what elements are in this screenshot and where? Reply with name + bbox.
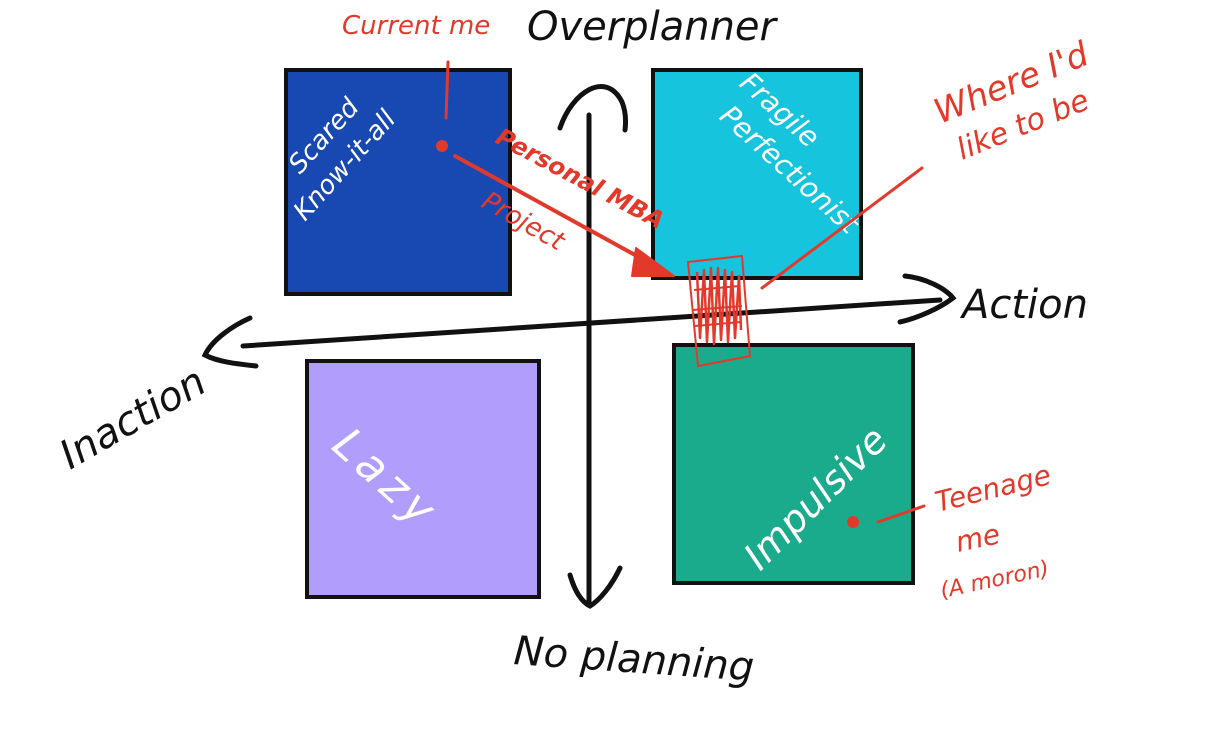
quadrant-top-right-box bbox=[651, 68, 863, 280]
axis-label-left: Inaction bbox=[52, 359, 214, 479]
progress-arrow-head bbox=[631, 247, 675, 277]
target-zone-scribble bbox=[695, 266, 743, 346]
teenage-me-dot bbox=[847, 516, 859, 528]
vertical-axis-top-arrowhead bbox=[557, 84, 629, 133]
annotation-current-me-pointer bbox=[444, 60, 450, 120]
vertical-axis-bottom-arrowhead bbox=[567, 565, 623, 609]
progress-arrow-line bbox=[453, 154, 657, 268]
annotation-teenage-line3: (A moron) bbox=[938, 556, 1051, 603]
axis-label-right: Action bbox=[959, 282, 1088, 328]
annotation-teenage-line2: me bbox=[953, 517, 1003, 559]
annotation-teenage-pointer bbox=[876, 504, 926, 524]
annotation-teenage-line1: Teenage bbox=[932, 458, 1054, 519]
quadrant-top-left-box bbox=[284, 68, 512, 296]
annotation-where-pointer bbox=[760, 166, 924, 290]
axis-label-top: Overplanner bbox=[527, 4, 779, 50]
horizontal-axis-left-arrowhead bbox=[201, 315, 259, 369]
current-me-dot bbox=[436, 140, 448, 152]
target-zone-outline bbox=[686, 254, 752, 368]
quadrant-bottom-left-box bbox=[305, 359, 541, 599]
target-zone-scribble-2 bbox=[692, 285, 743, 327]
horizontal-axis-line bbox=[240, 297, 943, 349]
horizontal-axis-right-arrowhead bbox=[897, 273, 957, 325]
annotation-current-me: Current me bbox=[342, 11, 490, 41]
quadrant-bottom-right-box bbox=[672, 343, 915, 585]
axis-label-bottom: No planning bbox=[512, 628, 755, 691]
